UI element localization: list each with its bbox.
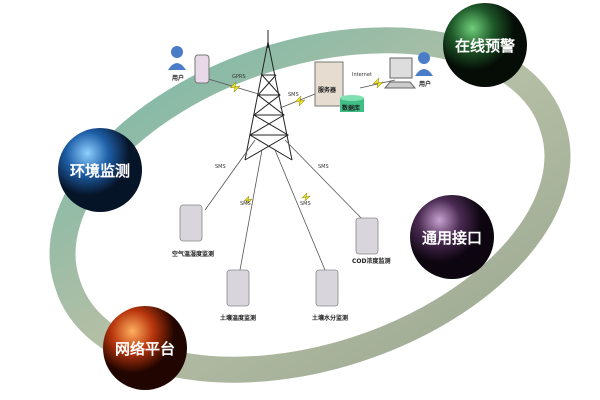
sensor-device-icon bbox=[355, 217, 379, 255]
sensor-label: 土壤水分监测 bbox=[312, 314, 348, 322]
svg-text:在线预警: 在线预警 bbox=[455, 37, 515, 55]
node-online-warning[interactable]: 在线预警 bbox=[443, 3, 527, 87]
lightning-icon bbox=[294, 95, 306, 107]
sensor-label: COD浓度监测 bbox=[352, 257, 391, 265]
svg-text:通用接口: 通用接口 bbox=[422, 229, 482, 247]
server-icon bbox=[314, 61, 344, 107]
user-icon bbox=[168, 46, 186, 70]
ring-band bbox=[49, 27, 571, 383]
link-label: SMS bbox=[215, 164, 226, 170]
lightning-icon bbox=[372, 77, 384, 89]
phone-icon bbox=[194, 54, 210, 84]
sensor-device-icon bbox=[315, 269, 339, 307]
server-label: 服务器 bbox=[318, 86, 337, 94]
lightning-icon bbox=[301, 192, 311, 202]
database-icon bbox=[340, 95, 364, 112]
sensor-device-icon bbox=[226, 269, 250, 307]
node-platform[interactable]: 网络平台 bbox=[103, 306, 187, 390]
svg-text:网络平台: 网络平台 bbox=[115, 340, 175, 358]
link-label: SMS bbox=[300, 201, 311, 207]
link-label: SMS bbox=[318, 164, 329, 170]
user-icon bbox=[415, 52, 433, 76]
sensor-label: 空气温湿度监测 bbox=[172, 250, 214, 258]
link-label: GPRS bbox=[232, 74, 246, 80]
sensor-device-icon bbox=[179, 204, 203, 242]
sensor-label: 土壤温度监测 bbox=[220, 314, 256, 322]
computer-icon bbox=[383, 57, 417, 89]
svg-text:环境监测: 环境监测 bbox=[70, 162, 130, 180]
user-label: 用户 bbox=[418, 80, 431, 88]
node-interface[interactable]: 通用接口 bbox=[410, 195, 494, 279]
database-label: 数据库 bbox=[342, 104, 360, 112]
lightning-icon bbox=[229, 81, 241, 93]
link-label: SMS bbox=[240, 201, 251, 207]
tower-icon bbox=[244, 30, 293, 161]
lightning-icon bbox=[243, 195, 253, 205]
node-env-monitor[interactable]: 环境监测 bbox=[58, 128, 142, 212]
link-label: Internet bbox=[352, 72, 372, 78]
user-label: 用户 bbox=[171, 74, 184, 82]
link-label: SMS bbox=[288, 92, 299, 98]
